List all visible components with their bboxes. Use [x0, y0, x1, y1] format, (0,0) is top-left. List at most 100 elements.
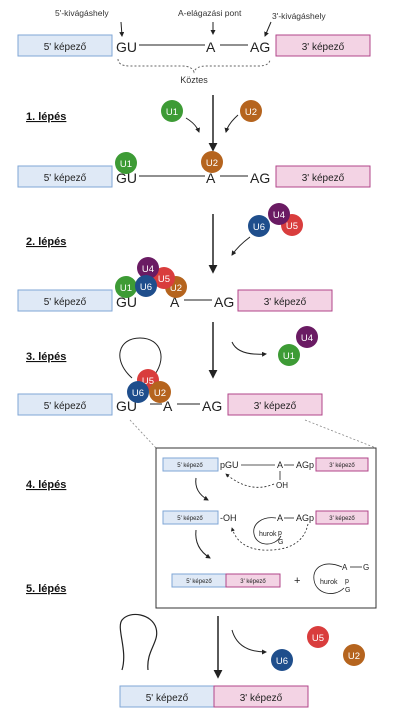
u1-particle: U1 — [278, 344, 300, 366]
ag-label: AG — [250, 39, 270, 55]
svg-text:U6: U6 — [276, 656, 288, 667]
exon3-box — [275, 165, 371, 188]
gu-label: GU — [116, 170, 137, 186]
exon5-box — [17, 289, 113, 312]
site5-label: 5'-kivágáshely — [55, 8, 109, 18]
pgu-label: pGU — [220, 460, 239, 470]
u6-particle: U6 — [135, 275, 157, 297]
a-label: A — [277, 460, 283, 470]
mechanism-detail-box: 5' képező pGU A AGp 3' képező OH 5' képe… — [155, 447, 377, 609]
excised-lariat — [119, 613, 158, 671]
ag-label: AG — [250, 170, 270, 186]
exon3-label: 3' képező — [254, 401, 297, 412]
exon5-label: 5' képező — [146, 693, 189, 704]
u2-particle: U2 — [201, 151, 223, 173]
a-label: A — [206, 170, 216, 186]
exon5-label: 5' képező — [44, 401, 87, 412]
g-label: G — [345, 587, 350, 594]
exon3-label: 3' képező — [240, 693, 283, 704]
step-5-label: 5. lépés — [26, 583, 66, 595]
u1-u4-release-arrow — [231, 341, 267, 357]
attack-arrow-1 — [225, 473, 275, 488]
exon3-box — [237, 289, 333, 312]
step4-curve-arrow — [195, 477, 209, 501]
a-label: A — [170, 294, 180, 310]
spliceosome-cluster: U5 U2 U6 — [127, 369, 171, 403]
spliceosome-cluster: U2 U5 U4 U1 U6 — [115, 257, 187, 298]
svg-text:U1: U1 — [120, 283, 132, 294]
a-label: A — [163, 398, 173, 414]
step-2-label: 2. lépés — [26, 236, 66, 248]
u2-particle: U2 — [343, 644, 365, 666]
u4-particle: U4 — [296, 326, 318, 348]
row-after-step3: 5' képező GU A AG 3' képező U5 U2 U6 — [17, 337, 323, 416]
ag-label: AG — [202, 398, 222, 414]
exon5-label: 5' képező — [44, 297, 87, 308]
zoom-guide-right — [304, 419, 377, 449]
g-end-label: G — [363, 563, 369, 572]
exon5-label: 5' képező — [186, 579, 212, 585]
exon5-box-small — [162, 510, 219, 525]
a-label: A — [277, 513, 283, 523]
snrnp-release-arrow — [231, 629, 267, 655]
exon3-label: 3' képező — [302, 42, 345, 53]
svg-text:U6: U6 — [132, 388, 144, 399]
svg-text:U2: U2 — [348, 651, 360, 662]
intron-label: Köztes — [180, 75, 208, 85]
step5-curve-arrow — [195, 529, 211, 559]
exon3-box — [213, 685, 309, 708]
ag-label: AG — [214, 294, 234, 310]
u1-particle: U1 — [115, 276, 137, 298]
step-3-label: 3. lépés — [26, 351, 66, 363]
exon3-label: 3' képező — [329, 463, 355, 469]
intron-brace — [117, 58, 271, 74]
hurok-label: hurok — [320, 579, 338, 586]
u1-particle: U1 — [115, 152, 137, 174]
step-1-label: 1. lépés — [26, 111, 66, 123]
site3-label: 3'-kivágáshely — [272, 11, 326, 21]
svg-text:U2: U2 — [245, 107, 257, 118]
svg-text:U1: U1 — [283, 351, 295, 362]
exon3-label: 3' képező — [264, 297, 307, 308]
u4-particle: U4 — [268, 203, 290, 225]
gu-label: GU — [116, 39, 137, 55]
exon3-box-small — [315, 457, 369, 472]
released-lariat — [313, 563, 345, 594]
tri-snrnp-group: U5 U4 U6 — [248, 203, 303, 237]
u2-particle: U2 — [149, 381, 171, 403]
u5-particle: U5 — [307, 626, 329, 648]
row-after-step2: 5' képező GU A AG 3' képező U2 U5 U4 U1 — [17, 257, 333, 312]
a-label: A — [342, 563, 348, 572]
u1-particle: U1 — [161, 100, 183, 122]
hurok-label: hurok — [259, 531, 277, 538]
svg-text:U2: U2 — [170, 283, 182, 294]
exon3-box-small — [315, 510, 369, 525]
exon3-box-small — [225, 573, 281, 588]
u6-particle: U6 — [127, 381, 149, 403]
intron-loop — [119, 337, 162, 379]
p-label: p — [278, 530, 282, 537]
svg-text:U1: U1 — [120, 159, 132, 170]
exon5-box — [17, 393, 113, 416]
exon3-box — [227, 393, 323, 416]
agp-label: AGp — [296, 460, 314, 470]
pre-mrna-row: 5' képező GU A AG 3' képező Köztes — [17, 34, 371, 85]
exon3-box — [275, 34, 371, 57]
svg-text:U4: U4 — [142, 264, 154, 275]
step-4-label: 4. lépés — [26, 479, 66, 491]
exon3-label: 3' képező — [329, 516, 355, 522]
svg-text:U1: U1 — [166, 107, 178, 118]
exon5-label: 5' képező — [177, 516, 203, 522]
svg-text:U6: U6 — [253, 222, 265, 233]
exon5-box — [17, 34, 113, 57]
tri-snrnp-join-arrow — [231, 236, 251, 256]
exon5-label: 5' képező — [177, 463, 203, 469]
site5-pointer — [119, 21, 125, 37]
site3-pointer — [264, 21, 272, 37]
exon5-box — [17, 165, 113, 188]
a-label: A — [206, 39, 216, 55]
oh-label: OH — [276, 481, 288, 490]
u2-particle: U2 — [240, 100, 262, 122]
oh-end-label: -OH — [220, 513, 237, 523]
row-after-step1: 5' képező GU A AG 3' képező U1 U2 — [17, 151, 371, 188]
